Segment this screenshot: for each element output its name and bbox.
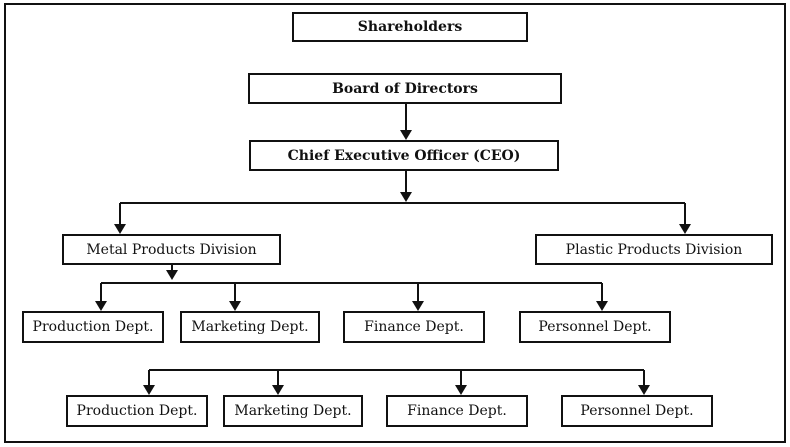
dept-box: Personnel Dept. xyxy=(561,395,713,427)
dept-box: Marketing Dept. xyxy=(180,311,320,343)
board-of-directors-box: Board of Directors xyxy=(248,73,562,104)
dept-box: Finance Dept. xyxy=(386,395,528,427)
dept-box: Marketing Dept. xyxy=(223,395,363,427)
dept-box: Production Dept. xyxy=(66,395,208,427)
metal-products-division-box: Metal Products Division xyxy=(62,234,281,265)
ceo-box: Chief Executive Officer (CEO) xyxy=(249,140,559,171)
shareholders-box: Shareholders xyxy=(292,12,528,42)
diagram-frame xyxy=(4,3,786,443)
dept-box: Production Dept. xyxy=(22,311,164,343)
plastic-products-division-box: Plastic Products Division xyxy=(535,234,773,265)
dept-box: Finance Dept. xyxy=(343,311,485,343)
dept-box: Personnel Dept. xyxy=(519,311,671,343)
